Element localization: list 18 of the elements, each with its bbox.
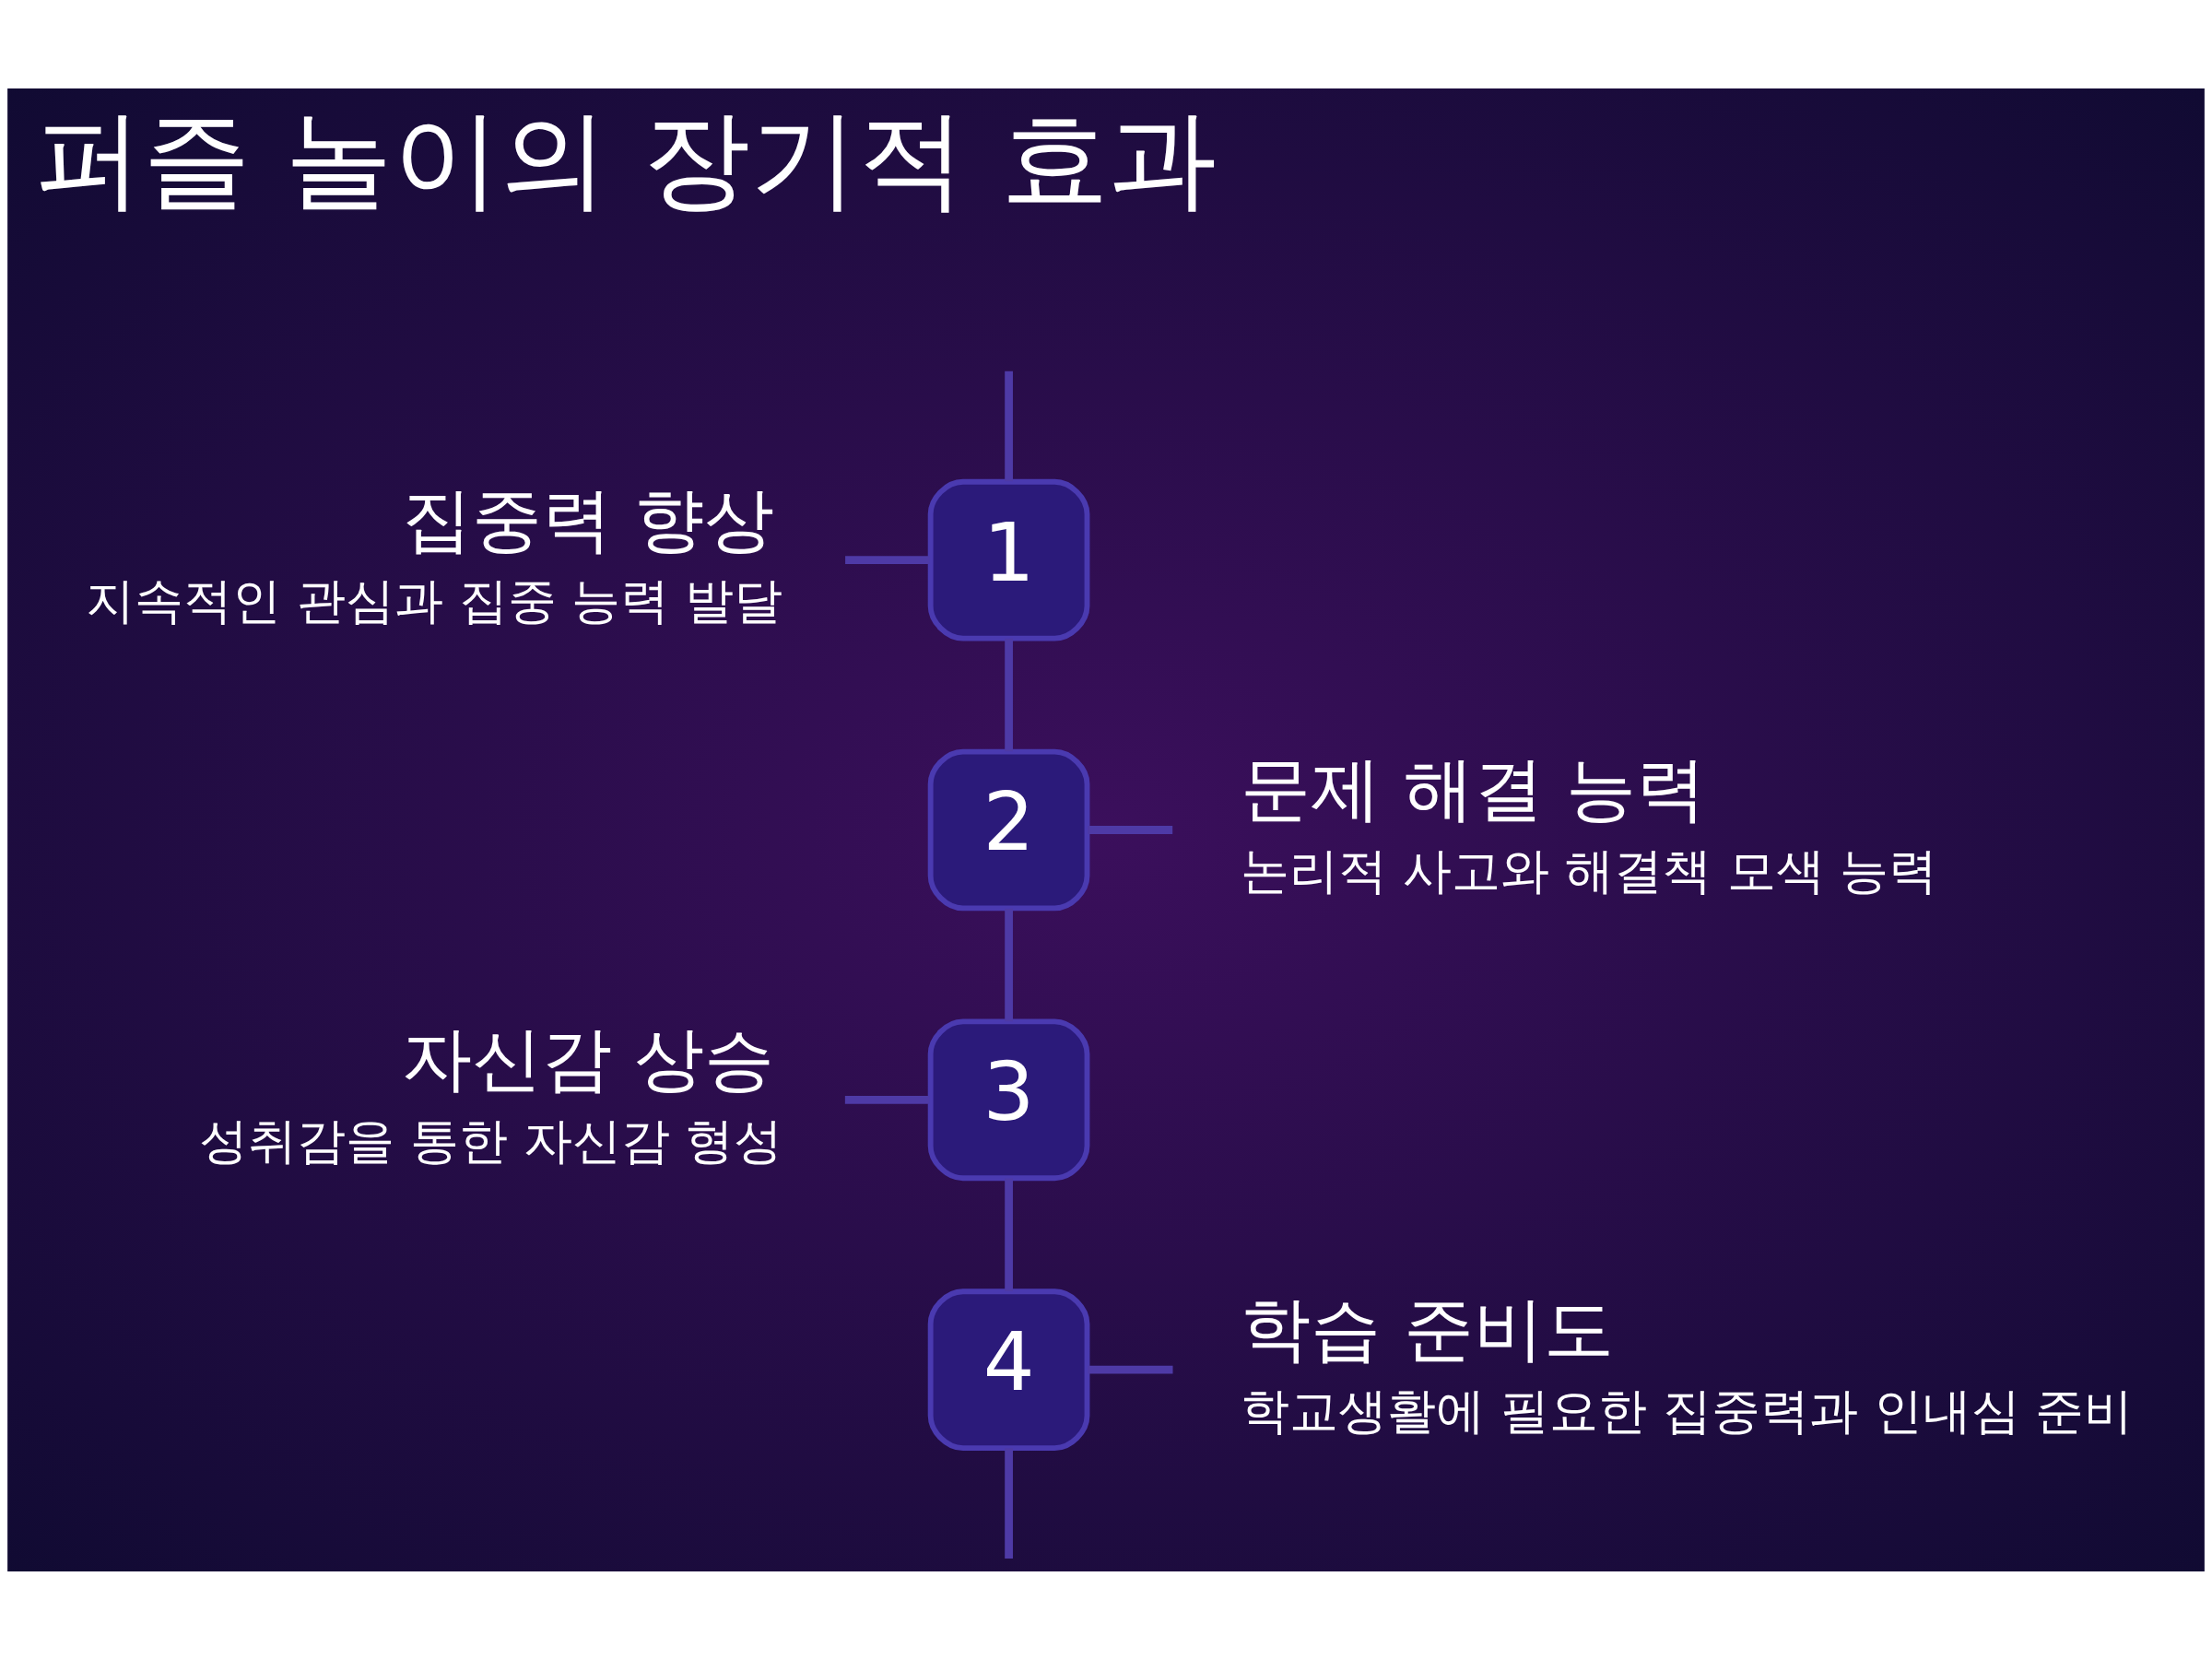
connector (1005, 1447, 1013, 1559)
node-text: 자신감 상승 성취감을 통한 자신감 형성 (199, 1017, 783, 1169)
node-box: 1 (927, 478, 1090, 641)
connector (1005, 638, 1013, 751)
diagram-title: 퍼즐 놀이의 장기적 효과 (34, 95, 1217, 222)
connector (1088, 1365, 1173, 1374)
node-text: 집중력 향상 지속적인 관심과 집중 능력 발달 (86, 477, 783, 629)
node-box: 4 (927, 1288, 1090, 1451)
connector (1005, 908, 1013, 1021)
connector (1005, 371, 1013, 481)
node-box: 3 (927, 1018, 1090, 1181)
connector (844, 1095, 930, 1104)
connector (845, 555, 930, 564)
connector (1005, 1178, 1013, 1291)
connector (1088, 825, 1173, 834)
node-text: 문제 해결 능력 논리적 사고와 해결책 모색 능력 (1241, 747, 1938, 899)
node-text: 학습 준비도 학교생활에 필요한 집중력과 인내심 준비 (1241, 1287, 2134, 1439)
node-box: 2 (927, 748, 1090, 911)
